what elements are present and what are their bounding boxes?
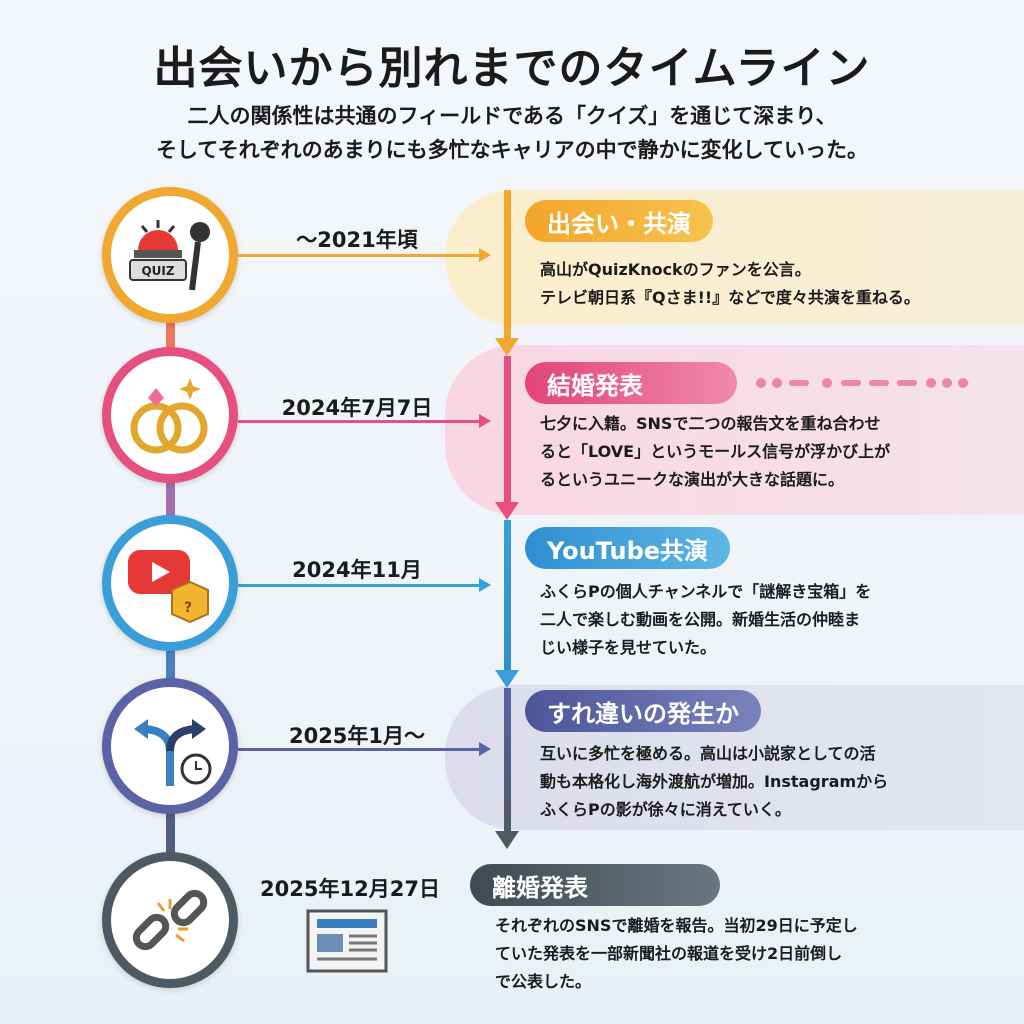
event-description: それぞれのSNSで離婚を報告。当初29日に予定していた発表を一部新聞社の報道を受… (495, 916, 858, 991)
newspaper-icon (306, 909, 388, 973)
connector (166, 810, 175, 855)
subtitle-line-1: 二人の関係性は共通のフィールドである「クイズ」を通じて深まり、 (187, 104, 837, 128)
arrow-right-icon (238, 742, 491, 756)
connector (166, 480, 175, 520)
event-icon-circle: ? (102, 515, 238, 651)
svg-text:QUIZ: QUIZ (141, 264, 174, 278)
event-date: 2025年1月〜 (288, 724, 426, 748)
subtitle-line-2: そしてそれぞれのあまりにも多忙なキャリアの中で静かに変化していった。 (155, 138, 869, 162)
timeline-segment (504, 520, 511, 672)
page-title: 出会いから別れまでのタイムライン (153, 43, 871, 94)
event-icon-circle (102, 678, 238, 814)
event-title: すれ違いの発生か (525, 690, 761, 732)
arrow-down-icon (495, 502, 519, 520)
connector (166, 648, 175, 688)
morse-code-love-icon (756, 378, 968, 388)
event-icon-circle: QUIZ (102, 187, 238, 323)
event-title: 結婚発表 (525, 362, 737, 404)
event-date: 2024年11月 (292, 558, 422, 582)
connector (166, 320, 175, 360)
event-date: 2025年12月27日 (260, 877, 440, 901)
event-title: 離婚発表 (470, 864, 720, 906)
broken-chain-icon (132, 889, 208, 951)
diverging-arrows-clock-icon (134, 719, 212, 786)
quiz-buzzer-microphone-icon: QUIZ (129, 220, 210, 291)
event-date: 〜2021年頃 (296, 228, 418, 252)
arrow-right-icon (238, 248, 491, 262)
timeline-segment (504, 356, 511, 504)
arrow-down-icon (495, 338, 519, 356)
event-description: 七夕に入籍。SNSで二つの報告文を重ね合わせると「LOVE」というモールス信号が… (540, 414, 891, 489)
arrow-right-icon (238, 414, 491, 428)
event-description: 互いに多忙を極める。高山は小説家としての活動も本格化し海外渡航が増加。Insta… (540, 744, 889, 819)
event-description: ふくらPの個人チャンネルで「謎解き宝箱」を二人で楽しむ動画を公開。新婚生活の仲睦… (540, 582, 872, 657)
timeline-segment (504, 688, 511, 833)
timeline-segment (504, 190, 511, 340)
event-title: 出会い・共演 (525, 200, 713, 242)
arrow-right-icon (238, 578, 491, 592)
youtube-puzzle-box-icon: ? (128, 550, 209, 624)
arrow-down-icon (495, 670, 519, 688)
event-icon-circle (102, 852, 238, 988)
event-title: YouTube共演 (525, 527, 731, 569)
event-icon-circle (102, 347, 238, 483)
svg-text:?: ? (184, 600, 192, 616)
event-date: 2024年7月7日 (281, 396, 433, 420)
wedding-rings-icon (130, 378, 208, 454)
event-description: 高山がQuizKnockのファンを公言。テレビ朝日系『Qさま!!』などで度々共演… (540, 260, 920, 307)
arrow-down-icon (495, 831, 519, 849)
